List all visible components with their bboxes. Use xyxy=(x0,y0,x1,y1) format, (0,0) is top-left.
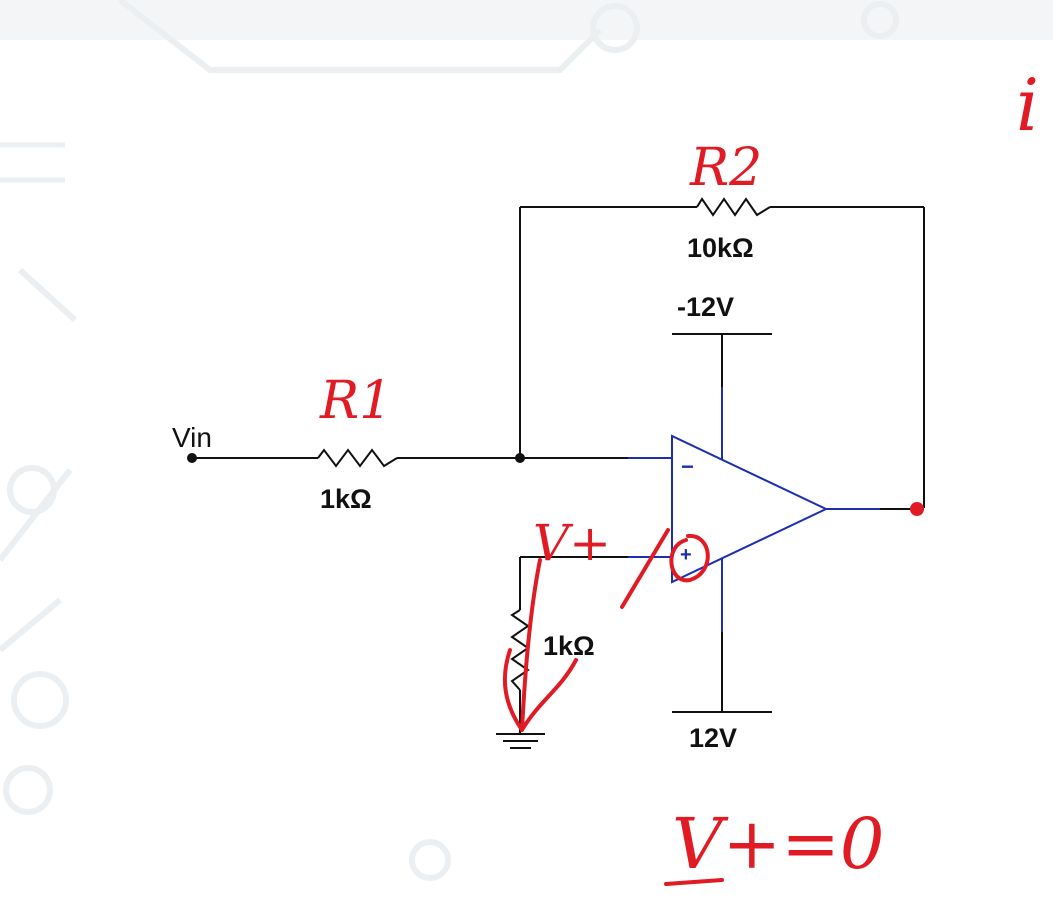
edge-glyph-annotation: i xyxy=(1016,63,1039,147)
ground-icon xyxy=(496,733,545,749)
r2-annotation: R2 xyxy=(689,138,762,198)
feedback-wire xyxy=(519,206,925,508)
plus-input-strike xyxy=(620,528,670,609)
handwritten-annotations: R2 R1 V+ V+=0 i xyxy=(319,63,1039,886)
r2-resistor xyxy=(696,197,771,217)
vplus-underline xyxy=(664,878,724,886)
opamp-minus-sign: − xyxy=(681,454,694,479)
op-amp xyxy=(628,387,880,632)
r1-value-label: 1kΩ xyxy=(320,484,372,514)
plus-input-circle xyxy=(669,534,710,583)
vplus-trace-arrow xyxy=(502,558,578,732)
vin-terminal-dot xyxy=(187,453,197,463)
r3-value-label: 1kΩ xyxy=(543,631,595,661)
opamp-plus-sign: + xyxy=(680,544,692,566)
neg-supply-label: -12V xyxy=(677,292,734,322)
background-pattern xyxy=(0,0,1053,881)
supply-rails xyxy=(672,333,772,713)
output-node-dot xyxy=(910,502,924,516)
r2-value-label: 10kΩ xyxy=(687,233,754,263)
vin-label: Vin xyxy=(172,422,212,453)
r1-annotation: R1 xyxy=(319,371,392,431)
pos-supply-label: 12V xyxy=(689,723,737,753)
vplus-equals-zero-annotation: V+=0 xyxy=(672,803,884,885)
r1-resistor xyxy=(317,448,398,468)
vplus-annotation: V+ xyxy=(533,514,611,572)
